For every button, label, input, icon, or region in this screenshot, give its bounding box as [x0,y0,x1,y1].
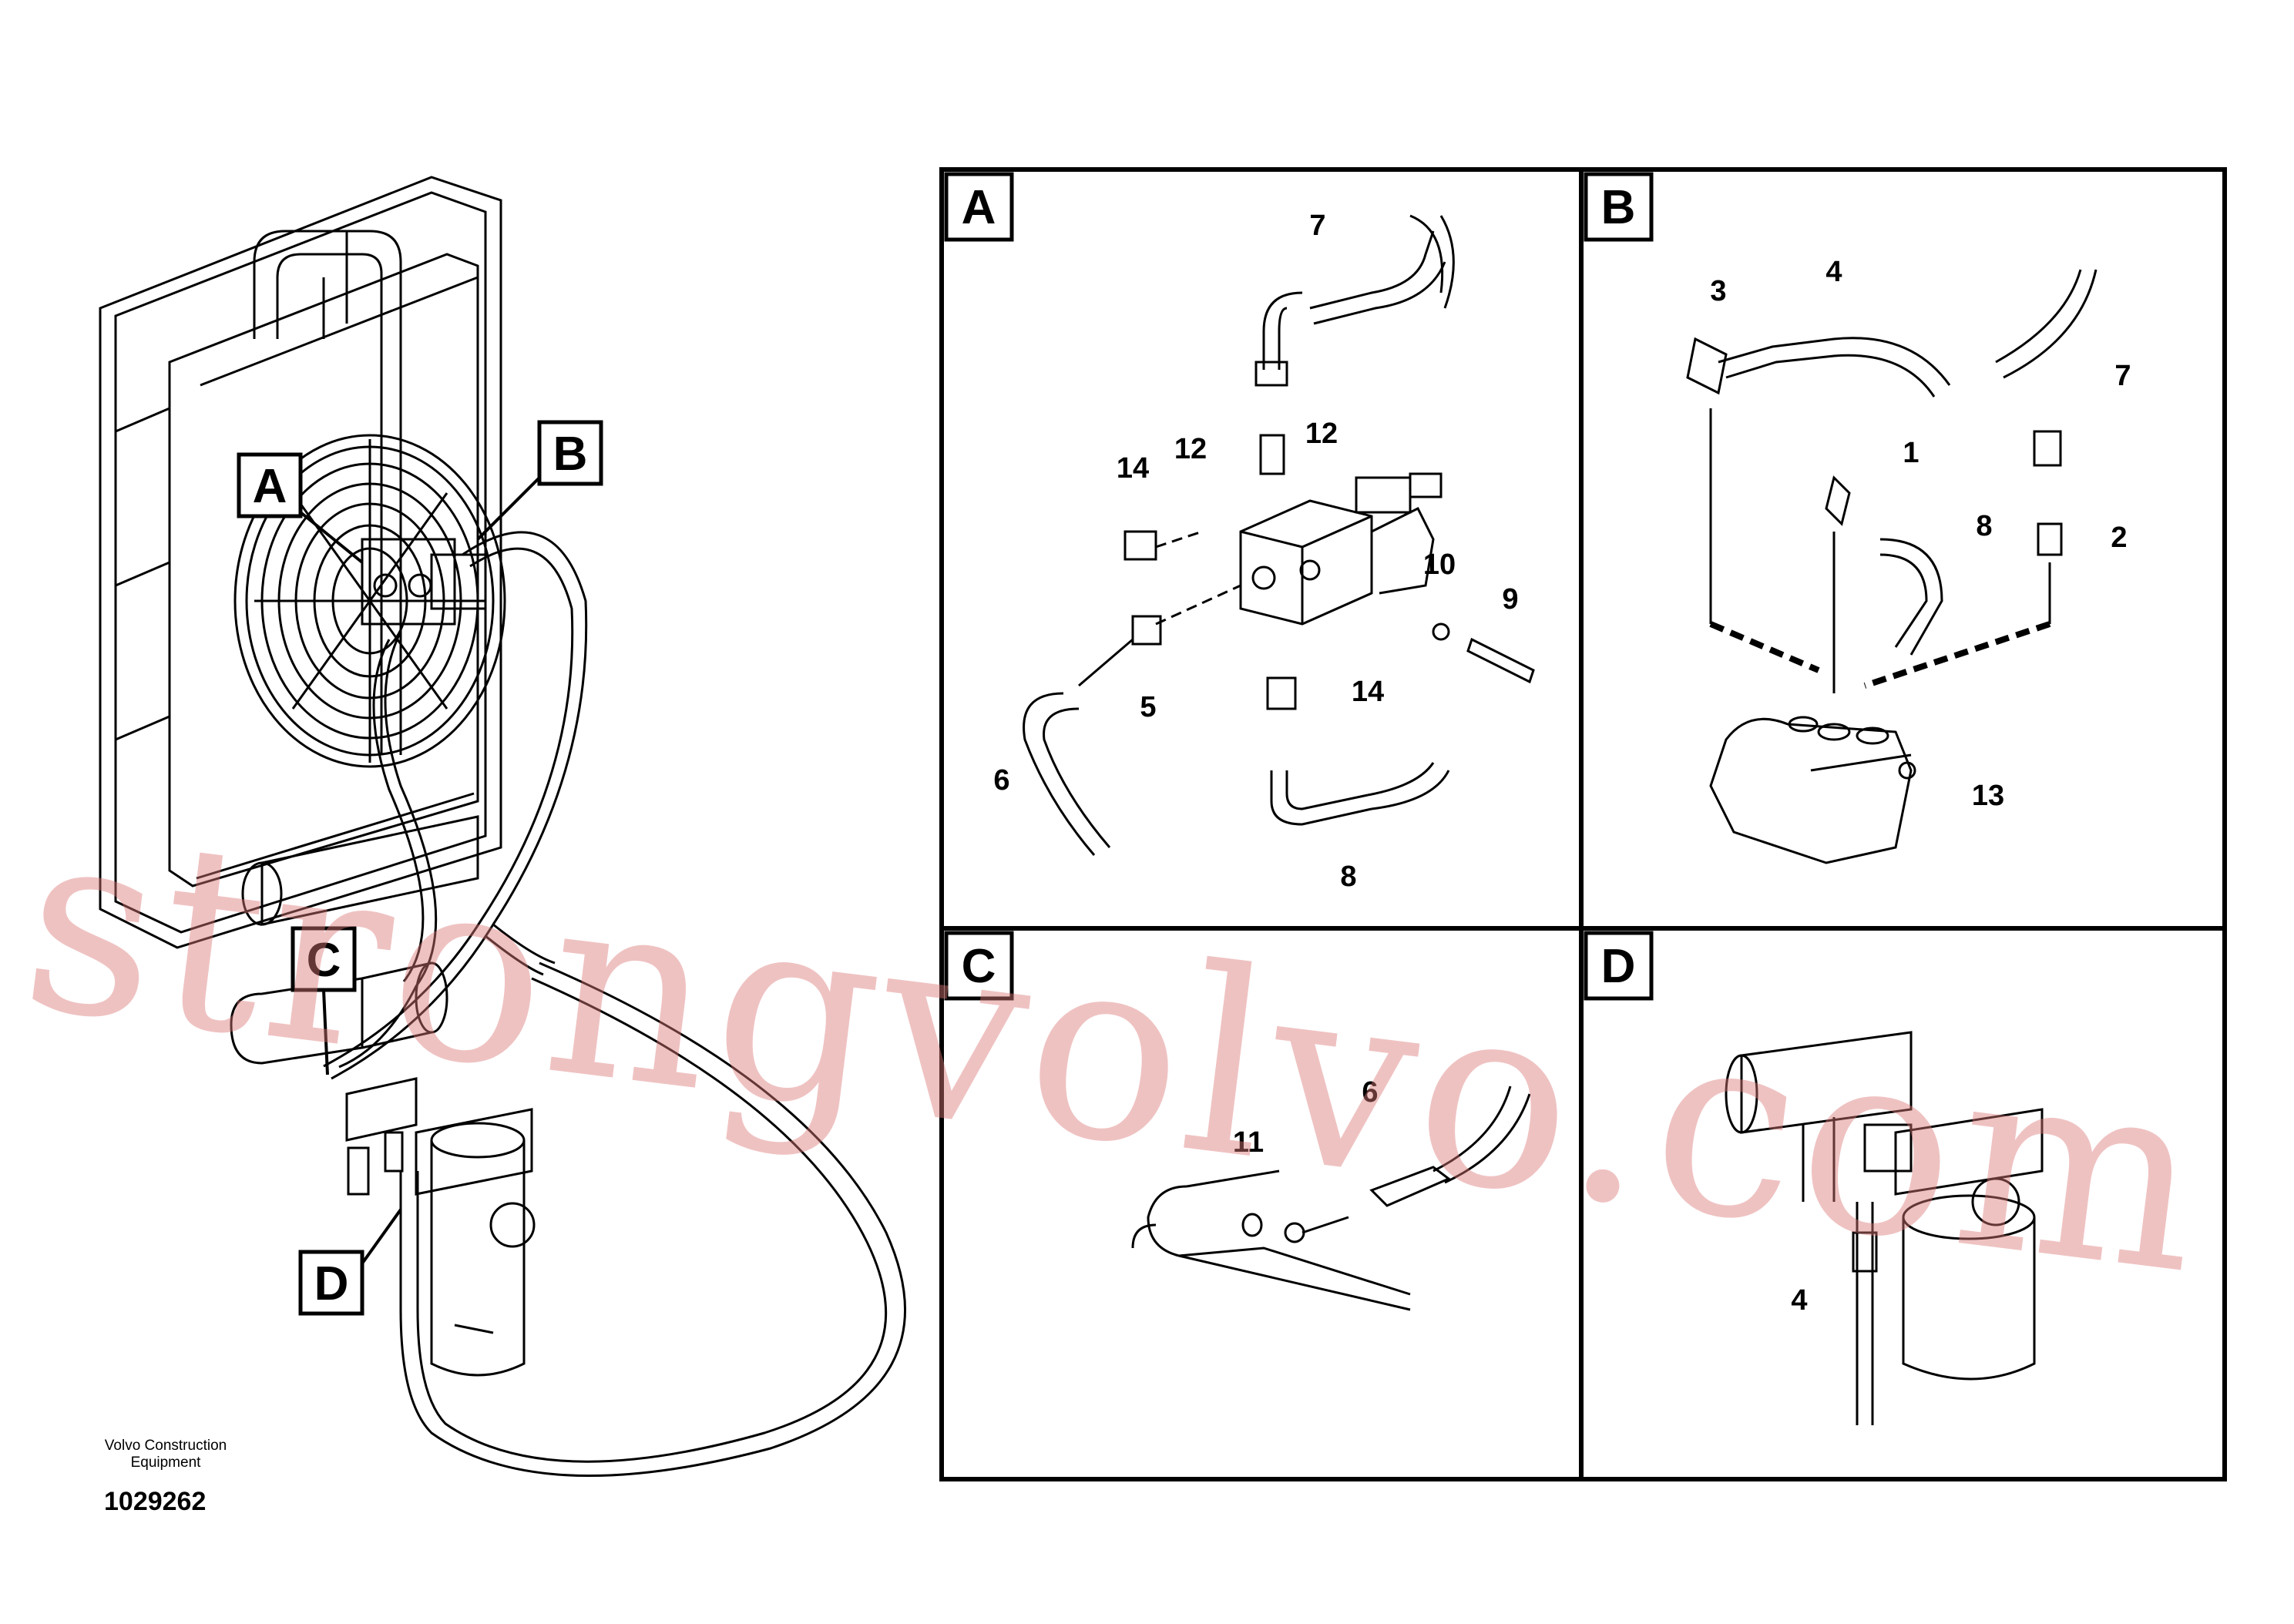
callout-a[interactable]: A [237,452,364,564]
panel-c-tag: C [944,931,1014,1001]
part-4-label: 4 [1791,1284,1807,1317]
part-14-label: 14 [1117,452,1149,485]
panel-b-callouts: 3 4 7 1 8 2 13 [1710,256,2131,812]
panel-a-tag: A [944,172,1014,242]
part-8-label: 8 [1976,510,1992,542]
panel-a-drawing [1023,214,1535,856]
drawing-number: 1029262 [104,1487,207,1516]
part-12-label: 12 [1305,418,1338,450]
panel-c-drawing [1131,1085,1531,1311]
part-7-label: 7 [1309,210,1325,242]
callout-b-label: B [553,428,588,481]
panel-a-label: A [962,181,996,234]
panel-d-label: D [1601,940,1636,993]
part-6-label: 6 [1362,1076,1378,1109]
main-hoses [323,531,906,1478]
part-3-label: 3 [1710,275,1726,307]
callout-b[interactable]: B [476,420,603,541]
callout-d-label: D [314,1257,349,1310]
part-14-label: 14 [1352,676,1384,708]
panel-d-drawing [1725,1031,2044,1425]
part-11-label: 11 [1233,1126,1264,1159]
organization-label: Volvo Construction Equipment [73,1438,258,1471]
part-14-label: 12 [1174,433,1207,465]
callout-c[interactable]: C [291,926,357,1075]
panel-c-label: C [962,940,996,993]
panel-b-drawing [1686,269,2098,864]
organization-line1: Volvo Construction [104,1438,227,1454]
panel-a-callouts: 7 14 12 12 10 9 5 14 6 8 [993,210,1518,893]
part-8-label: 8 [1340,861,1356,893]
callout-a-label: A [253,460,287,513]
panel-d-tag: D [1584,931,1654,1001]
part-10-label: 10 [1423,549,1456,581]
organization-line2: Equipment [130,1455,201,1471]
main-assembly [99,176,536,1377]
panel-c-callouts: 11 6 [1233,1076,1379,1159]
part-4-label: 4 [1825,256,1842,288]
detail-frame [939,167,2227,1481]
panel-b-tag: B [1584,172,1654,242]
part-1-label: 1 [1903,437,1919,469]
part-5-label: 5 [1140,691,1156,723]
part-2-label: 2 [2111,522,2127,554]
callout-c-label: C [307,934,341,987]
part-6-label: 6 [993,764,1009,797]
part-7-label: 7 [2114,360,2131,392]
part-13-label: 13 [1972,780,2004,812]
part-9-label: 9 [1502,583,1518,616]
panel-b-label: B [1601,181,1636,234]
callout-d[interactable]: D [298,1208,402,1316]
panel-d-callouts: 4 [1791,1284,1807,1317]
